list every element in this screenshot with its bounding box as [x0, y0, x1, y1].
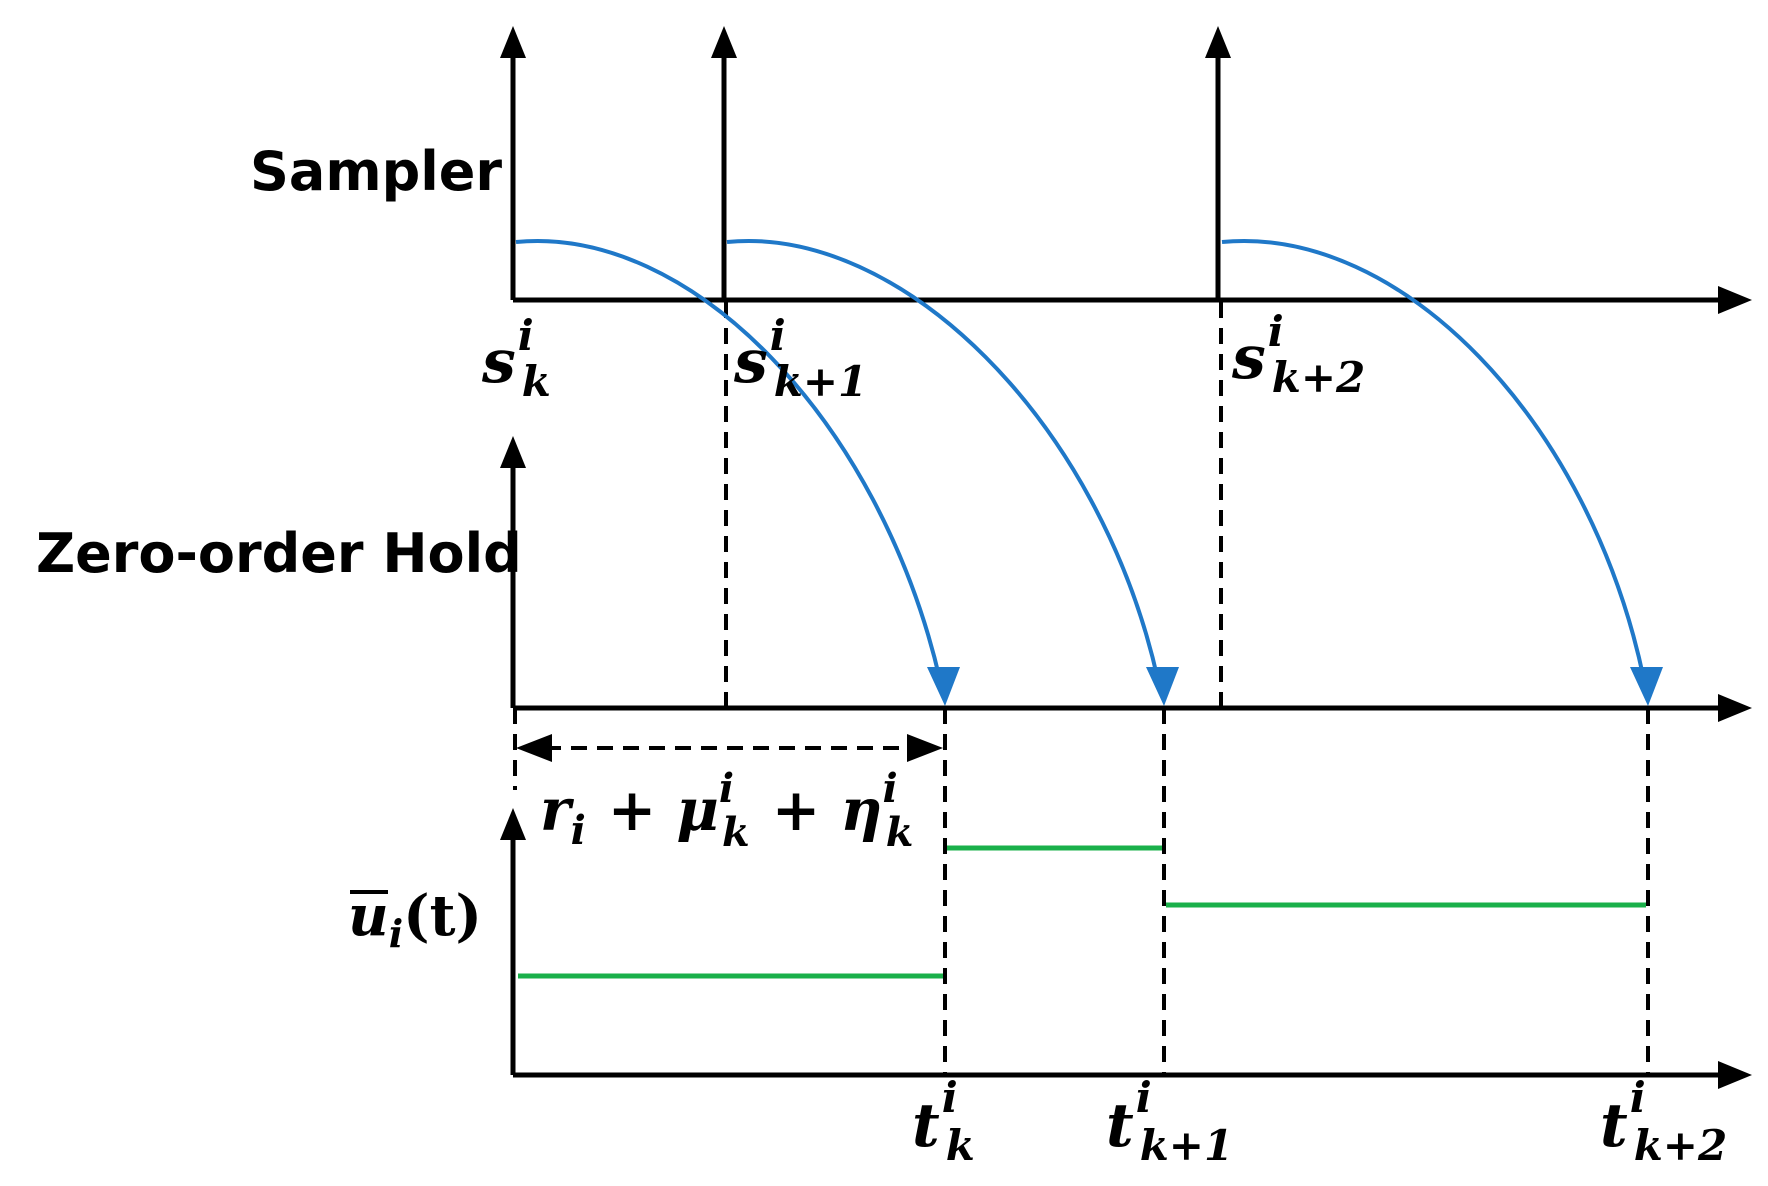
update-instant-k1-base: t	[1106, 1091, 1134, 1161]
delay-r: r	[540, 776, 575, 844]
sample-instant-k-sup: i	[518, 311, 534, 360]
update-instant-k-base: t	[912, 1091, 940, 1161]
sample-instant-k2-sub: k+2	[1272, 353, 1366, 402]
sample-instant-k-sub: k	[522, 357, 551, 406]
svg-text:ui(t): ui(t)	[348, 883, 482, 956]
sample-instant-k1-sup: i	[770, 311, 786, 360]
zoh-axes	[510, 458, 1720, 711]
delay-span-arrowheads	[516, 734, 943, 762]
delay-eta-superscript: i	[883, 765, 898, 812]
signal-vertical-arrowhead	[500, 808, 526, 840]
transmission-arrowhead-k	[927, 667, 960, 706]
update-instant-k1-sup: i	[1136, 1073, 1152, 1122]
sample-impulse-k2-arrowhead	[1205, 26, 1231, 58]
delay-eta: η	[840, 776, 882, 844]
transmission-arc-k2	[1221, 238, 1646, 681]
signal-base: u	[348, 883, 389, 949]
signal-subscript: i	[389, 911, 403, 956]
update-instant-k-sup: i	[942, 1073, 958, 1122]
sample-impulse-k1-arrowhead	[711, 26, 737, 58]
sampler-arrowheads	[500, 26, 1752, 314]
signal-axes	[510, 832, 1720, 1078]
update-instant-k-sub: k	[946, 1121, 975, 1170]
delay-eta-subscript: k	[886, 809, 914, 856]
update-instant-k1-sub: k+1	[1140, 1121, 1234, 1170]
held-control-levels	[518, 845, 1646, 979]
sampler-time-arrowhead	[1718, 286, 1752, 314]
sample-instant-k2-sup: i	[1268, 307, 1284, 356]
transmission-arc-k	[515, 238, 942, 681]
transmission-arrowheads	[927, 667, 1663, 706]
update-instant-k2-sub: k+2	[1634, 1121, 1728, 1170]
update-instant-k2-sup: i	[1630, 1073, 1646, 1122]
delay-mu-superscript: i	[719, 765, 734, 812]
sampler-vertical-arrowhead	[500, 26, 526, 58]
signal-time-arrowhead	[1718, 1061, 1752, 1089]
zoh-vertical-arrowhead	[500, 436, 526, 468]
transmission-arrowhead-k2	[1630, 667, 1663, 706]
delay-span-left-arrowhead	[516, 734, 552, 762]
signal-argument: (t)	[403, 883, 482, 949]
dashed-guides	[513, 302, 1650, 1075]
sample-instant-k2-base: s	[1231, 323, 1266, 393]
delay-mu-subscript: k	[722, 809, 750, 856]
transmission-arcs	[515, 238, 1646, 681]
sample-instant-k-base: s	[481, 327, 516, 397]
zoh-label: Zero-order Hold	[36, 522, 522, 585]
signal-label: ui(t)	[348, 883, 482, 956]
transmission-arc-k1	[726, 238, 1160, 681]
sample-instant-k1-base: s	[733, 327, 768, 397]
delay-plus-1: +	[608, 776, 657, 844]
delay-plus-2: +	[772, 776, 821, 844]
transmission-arrowhead-k1	[1146, 667, 1179, 706]
sample-instant-k1-sub: k+1	[774, 357, 868, 406]
delay-span-right-arrowhead	[907, 734, 943, 762]
delay-r-subscript: i	[571, 807, 586, 854]
update-instant-k2-base: t	[1600, 1091, 1628, 1161]
sampler-axes	[510, 48, 1720, 303]
sampler-label: Sampler	[250, 140, 502, 203]
zoh-time-arrowhead	[1718, 694, 1752, 722]
delay-mu: μ	[676, 776, 718, 844]
